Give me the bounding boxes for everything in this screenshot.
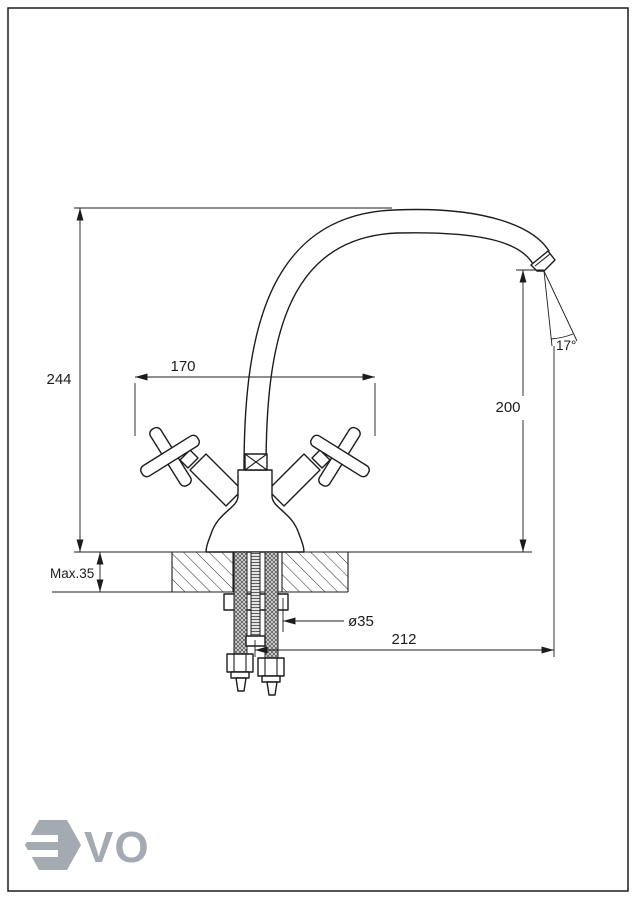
right-valve-boss: [267, 453, 321, 507]
dim-label-spout-reach: 212: [391, 631, 416, 648]
right-cross-handle: [310, 426, 370, 487]
page-border: [7, 7, 629, 892]
logo-hexagon-slit: [20, 850, 58, 857]
dimension-spout-height: 200: [495, 269, 544, 552]
dim-label-spout-height: 200: [495, 399, 520, 416]
top-cap: [244, 453, 268, 471]
dimension-hole-diameter: ø35: [282, 598, 374, 632]
stream-angle-lines: [543, 270, 578, 347]
dimension-handle-span: 170: [134, 358, 376, 436]
counter-hatch-left: [172, 552, 233, 592]
left-valve-boss: [189, 453, 243, 507]
dim-label-hole-diameter: ø35: [348, 613, 374, 630]
aerator-detail-line: [534, 253, 551, 267]
countertop-section: [171, 551, 349, 593]
logo-text: VO: [84, 823, 150, 872]
dim-label-overall-height: 244: [46, 371, 71, 388]
counter-hatch-right: [282, 552, 348, 592]
left-cross-handle: [140, 426, 200, 487]
dimension-overall-height: 244: [46, 207, 532, 553]
spout: [243, 208, 550, 471]
under-counter-hardware: [223, 551, 289, 696]
dimension-spout-reach: 212: [254, 346, 555, 657]
hose-fitting-right: [257, 657, 285, 696]
dimension-counter-thickness: Max.35: [50, 552, 172, 593]
mounting-stud: [250, 551, 261, 637]
faucet-body-group: [140, 208, 578, 553]
dim-label-handle-span: 170: [170, 358, 195, 375]
supply-hose-right: [264, 551, 279, 659]
hose-fitting-left: [226, 653, 254, 692]
logo-hexagon-icon: [25, 820, 81, 870]
stud-nut: [245, 635, 266, 647]
logo-hexagon-slit: [20, 835, 58, 842]
dim-label-stream-angle: 17°: [556, 338, 576, 353]
supply-hose-left: [233, 551, 248, 655]
dim-label-counter-thickness: Max.35: [50, 566, 94, 581]
brand-logo: VO: [20, 820, 150, 872]
dimension-annotations: 244 170 200 17° Max.35: [46, 207, 576, 657]
